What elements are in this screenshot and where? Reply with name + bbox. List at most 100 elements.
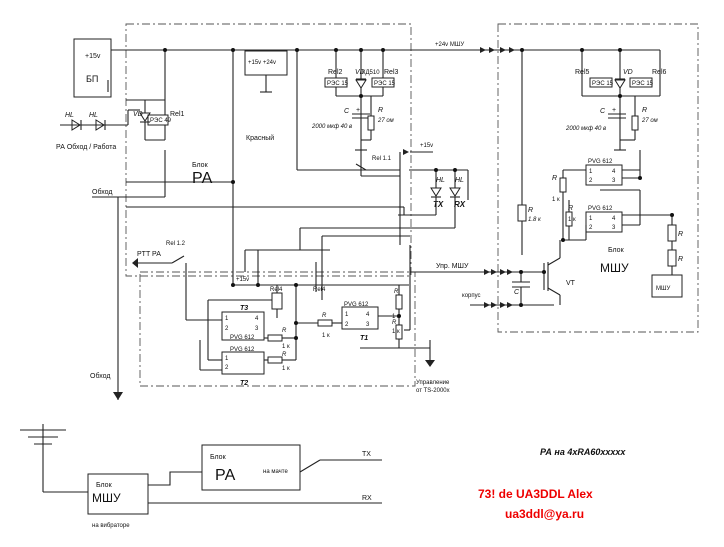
svg-text:3: 3	[612, 178, 616, 184]
svg-text:КД510: КД510	[362, 70, 380, 76]
mshu-small-box: R R МШУ	[651, 215, 683, 298]
svg-text:1: 1	[589, 169, 593, 175]
svg-text:РЭС 49: РЭС 49	[150, 118, 172, 124]
svg-text:+15v: +15v	[236, 277, 249, 283]
svg-text:R: R	[282, 352, 287, 358]
obhod-label: Обход	[92, 188, 112, 196]
svg-text:C: C	[344, 108, 350, 115]
svg-text:3: 3	[612, 225, 616, 231]
svg-text:27 ом: 27 ом	[641, 118, 658, 124]
svg-text:2: 2	[345, 322, 349, 328]
svg-text:МШУ: МШУ	[656, 286, 670, 292]
svg-text:на мачте: на мачте	[263, 469, 288, 475]
bottom-mshu-block: Блок МШУ на вибраторе	[87, 473, 149, 529]
bottom-tx-label: TX	[362, 451, 371, 458]
svg-text:R: R	[568, 205, 573, 212]
svg-text:3: 3	[255, 326, 259, 332]
junctions	[163, 48, 674, 340]
t2-optocoupler: 12 PVG 612 T2	[221, 347, 265, 387]
pa-block-name: РА	[192, 170, 213, 187]
rel11-switch: Rel 1.1	[355, 150, 400, 177]
rel5-rel6-group: Rel5 Rel6 VD РЭС 15 РЭС 15 C + 2000 мкф …	[565, 50, 667, 151]
svg-text:РЭС 15: РЭС 15	[632, 81, 654, 87]
svg-text:2: 2	[589, 178, 593, 184]
svg-text:HL: HL	[436, 177, 445, 184]
circuit-title: РА на 4хRA60xxxxx	[540, 447, 626, 457]
svg-text:1 к: 1 к	[392, 314, 400, 320]
svg-text:4: 4	[612, 216, 616, 222]
svg-text:HL: HL	[455, 177, 464, 184]
bottom-pa-block: Блок РА на мачте	[201, 444, 301, 491]
antenna	[20, 424, 88, 493]
mshu-block-label: Блок	[608, 247, 625, 254]
svg-text:БП: БП	[86, 74, 98, 84]
svg-text:Rel1: Rel1	[170, 111, 185, 118]
svg-text:VT: VT	[566, 280, 576, 287]
mshu-optocouplers: R 1.8 к 12 43 PVG 612 12 43 PVG 612 R 1 …	[517, 150, 670, 241]
svg-text:HL: HL	[89, 112, 98, 119]
svg-text:PVG 612: PVG 612	[588, 159, 613, 165]
svg-text:Rel2: Rel2	[328, 69, 343, 76]
svg-text:РА: РА	[215, 467, 236, 484]
mshu-24v-label: +24v МШУ	[435, 42, 464, 48]
svg-text:1 к: 1 к	[322, 333, 330, 339]
svg-text:2: 2	[225, 365, 229, 371]
control-label: Управление	[416, 380, 450, 386]
mshu-block-outline	[497, 23, 699, 333]
svg-text:R: R	[392, 320, 397, 326]
svg-text:Блок: Блок	[96, 482, 113, 489]
svg-text:РЭС 15: РЭС 15	[592, 81, 614, 87]
pa-control-outline	[139, 271, 416, 387]
svg-text:TX: TX	[433, 200, 444, 209]
svg-text:на вибраторе: на вибраторе	[92, 523, 130, 529]
svg-text:VD: VD	[623, 69, 633, 76]
svg-text:Rel4: Rel4	[313, 287, 326, 293]
svg-text:4: 4	[612, 169, 616, 175]
svg-text:C: C	[514, 289, 520, 296]
svg-text:R: R	[322, 313, 327, 319]
obhod-label-2: Обход	[90, 372, 110, 380]
svg-text:2: 2	[589, 225, 593, 231]
svg-text:T1: T1	[360, 335, 368, 342]
power-supply: +15v БП	[73, 38, 112, 98]
svg-text:R: R	[642, 107, 647, 114]
pa-block-outline	[125, 23, 412, 277]
tx-rx-leds: HL HL TX RX	[430, 170, 466, 228]
svg-text:27 ом: 27 ом	[377, 118, 394, 124]
svg-text:R: R	[528, 207, 533, 214]
svg-text:Rel 1.1: Rel 1.1	[372, 156, 392, 162]
svg-text:1 к: 1 к	[552, 197, 560, 203]
led-legend: РА Обход / Работа	[56, 143, 116, 151]
svg-text:RX: RX	[454, 200, 466, 209]
svg-text:1 к: 1 к	[392, 329, 400, 335]
svg-text:Rel3: Rel3	[384, 69, 399, 76]
svg-text:T2: T2	[240, 380, 248, 387]
svg-text:Блок: Блок	[210, 454, 227, 461]
svg-text:T3: T3	[240, 305, 248, 312]
pa-block-label: Блок	[192, 162, 209, 169]
svg-text:HL: HL	[65, 112, 74, 119]
svg-text:1: 1	[225, 356, 229, 362]
svg-text:+15v: +15v	[85, 53, 101, 60]
mshu-block-name: МШУ	[600, 261, 629, 275]
t3-optocoupler: 12 43 PVG 612 T3	[221, 305, 265, 341]
rel1-group: РЭС 49 Rel1 VD	[126, 50, 185, 141]
rel4-group: Rel4 Rel4 +15v	[233, 235, 410, 318]
signature-email: ua3ddl@ya.ru	[505, 507, 584, 521]
svg-text:2000 мкф 40 в: 2000 мкф 40 в	[311, 124, 352, 130]
svg-text:4: 4	[366, 312, 370, 318]
rel12-label: Rel 1.2	[166, 241, 186, 247]
svg-text:1 к: 1 к	[568, 217, 576, 223]
svg-text:3: 3	[366, 322, 370, 328]
bottom-rx-label: RX	[362, 495, 372, 502]
svg-text:1.8 к: 1.8 к	[528, 217, 542, 223]
svg-text:Rel6: Rel6	[652, 69, 667, 76]
control-label-2: от TS-2000x	[416, 388, 450, 394]
upr-mshu-label: Упр. МШУ	[436, 263, 469, 270]
t1-optocoupler: 12 43 PVG 612 T1 R 1 к R 1 к R 1 к	[296, 284, 409, 348]
svg-text:R: R	[678, 231, 683, 238]
svg-text:VD: VD	[133, 111, 143, 118]
svg-text:4: 4	[255, 316, 259, 322]
svg-text:VD: VD	[355, 69, 365, 76]
svg-text:1: 1	[345, 312, 349, 318]
